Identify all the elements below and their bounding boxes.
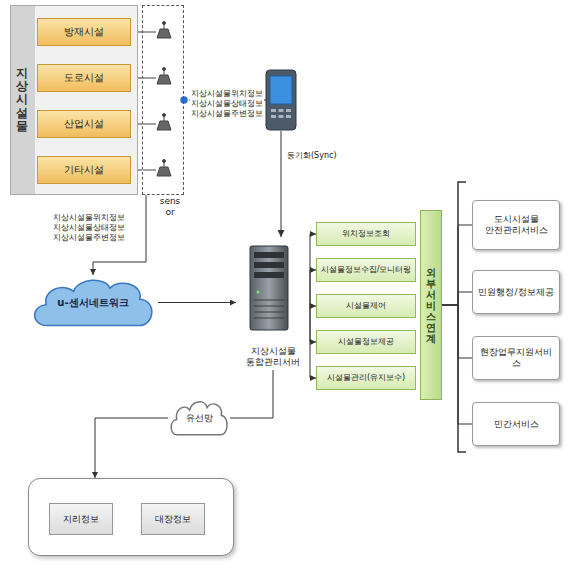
connector <box>230 370 273 418</box>
node-label: 도로시설 <box>64 72 104 84</box>
server-node: 지상시설물 통합관리서버 <box>236 240 310 370</box>
connector <box>442 225 472 305</box>
network-cloud: 유선망 <box>168 398 230 438</box>
node-label: 시설물제어 <box>346 301 386 311</box>
connector <box>442 305 472 424</box>
function-box: 시설물제어 <box>316 294 416 318</box>
node-label: 위치정보조회 <box>342 229 390 239</box>
note-label: 동기화(Sync) <box>286 150 338 162</box>
node-label: 시설물정보수집/모니터링 <box>321 265 412 275</box>
connector <box>442 305 472 358</box>
node-label: 유선망 <box>186 413 213 424</box>
service-box: 민원행정/정보제공 <box>472 270 560 314</box>
node-label: 민원행정/정보제공 <box>478 287 553 298</box>
node-label: 현장업무지원서비스 <box>476 347 556 369</box>
service-bracket <box>458 182 466 452</box>
service-band: 외부서비스연계 <box>420 210 442 400</box>
node-label: sensor <box>157 196 183 218</box>
node-label: 기타시설 <box>64 164 104 176</box>
node-label: 지리정보 <box>63 514 99 525</box>
function-box: 시설물관리(유지보수) <box>316 366 416 390</box>
sensor-group: sensor <box>142 5 184 195</box>
node-label: 산업시설 <box>64 118 104 130</box>
facility-box: 도로시설 <box>37 64 131 92</box>
node-label: u-센서네트워크 <box>57 297 128 309</box>
function-box: 시설물정보수집/모니터링 <box>316 258 416 282</box>
database-box: 지리정보 대장정보 <box>28 478 234 556</box>
connector <box>95 418 168 478</box>
edge-label: 지상시설물위치정보 지상시설물상태정보 지상시설물주변정보 <box>52 212 126 244</box>
node-label: 대장정보 <box>155 514 191 525</box>
facility-box: 방재시설 <box>37 18 131 46</box>
facility-group: 지상시설물 방재시설도로시설산업시설기타시설 <box>10 5 138 195</box>
connector <box>158 302 236 303</box>
facility-box: 산업시설 <box>37 110 131 138</box>
connector <box>442 292 472 305</box>
network-cloud: u-센서네트워크 <box>28 275 158 330</box>
node-label: 시설물정보제공 <box>338 337 394 347</box>
vertical-label: 지상시설물 <box>16 67 28 133</box>
data-box: 대장정보 <box>141 503 205 535</box>
node-label: 도시시설물 안전관리서비스 <box>476 214 556 236</box>
data-box: 지리정보 <box>49 503 113 535</box>
node-label: 민간서비스 <box>494 419 539 430</box>
function-box: 시설물정보제공 <box>316 330 416 354</box>
vertical-label: 외부서비스연계 <box>426 267 436 344</box>
server-icon <box>250 246 288 330</box>
sensor-icons <box>143 22 171 177</box>
node-label: 방재시설 <box>64 26 104 38</box>
service-box: 현장업무지원서비스 <box>472 336 560 380</box>
note-label: 지상시설물위치정보 지상시설물상태정보 지상시설물주변정보 <box>190 88 264 120</box>
cloud-outline <box>35 280 152 325</box>
service-box: 도시시설물 안전관리서비스 <box>472 200 560 250</box>
facility-box: 기타시설 <box>37 156 131 184</box>
service-box: 민간서비스 <box>472 402 560 446</box>
cloud-outline <box>171 402 227 435</box>
function-box: 위치정보조회 <box>316 222 416 246</box>
node-label: 지상시설물 통합관리서버 <box>236 346 310 368</box>
node-label: 시설물관리(유지보수) <box>327 373 405 383</box>
